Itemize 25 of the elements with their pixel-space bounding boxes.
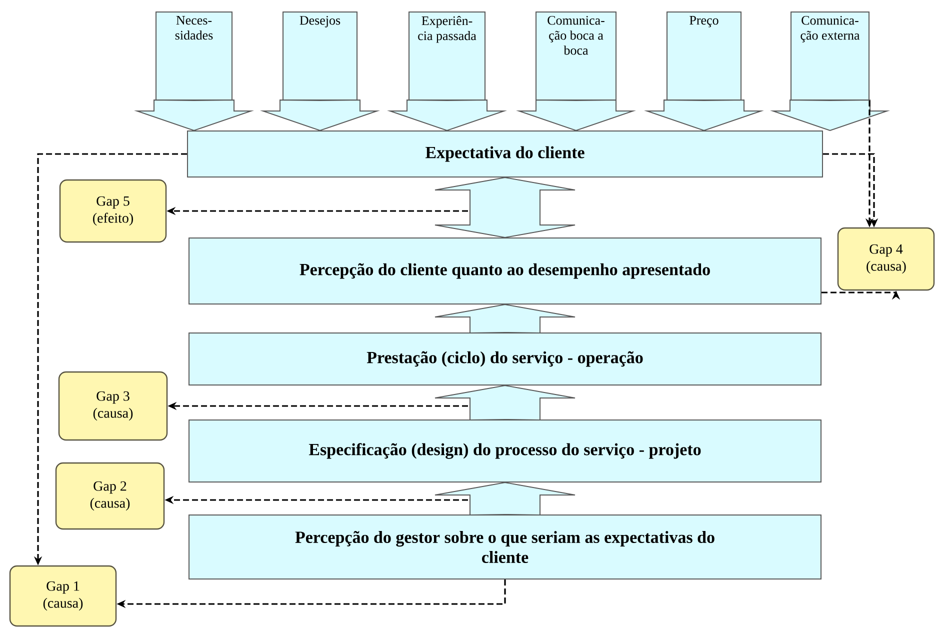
block-arrow [434,304,576,334]
gap-callout: Gap 1 (causa) [9,565,117,627]
input-box: Experiên- cia passada [408,12,486,100]
block-arrow [260,99,380,132]
process-box: Expectativa do cliente [187,130,823,178]
process-box: Percepção do cliente quanto ao desempenho apresentado [188,238,822,304]
input-box: Comunica- ção externa [790,12,870,100]
gap-callout: Gap 2 (causa) [55,462,165,530]
block-arrow [644,99,764,132]
gap-callout: Gap 3 (causa) [58,371,168,441]
block-arrow [434,384,576,420]
block-arrow [516,99,636,132]
process-box: Especificação (design) do processo do serviço - projeto [188,420,822,482]
block-arrow [434,482,576,516]
process-box: Prestação (ciclo) do serviço - operação [188,332,822,386]
input-box: Neces- sidades [156,12,232,100]
block-arrow [134,99,254,132]
input-box: Comunica- ção boca a boca [536,12,616,100]
input-box: Preço [666,12,742,100]
process-box: Percepção do gestor sobre o que seriam as expectativas do cliente [188,514,822,580]
input-box: Desejos [282,12,358,100]
gap-callout: Gap 5 (efeito) [59,179,167,243]
gap-callout: Gap 4 (causa) [837,227,935,291]
block-arrow [770,99,890,132]
block-arrow [387,99,508,132]
